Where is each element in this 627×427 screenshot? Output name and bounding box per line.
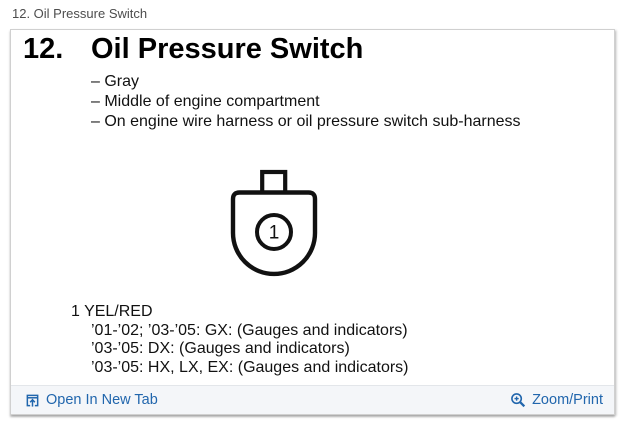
detail-line: – Gray bbox=[91, 73, 140, 90]
wire-color: YEL/RED bbox=[84, 303, 153, 320]
wire-applications: ’01-’02; ’03-’05: GX: (Gauges and indica… bbox=[91, 322, 409, 378]
connector-body bbox=[230, 190, 318, 277]
wire-pin-color: 1 YEL/RED bbox=[71, 303, 409, 322]
page-title: Oil Pressure Switch bbox=[91, 33, 364, 65]
connector-pin-label: 1 bbox=[269, 223, 280, 244]
wire-pin: 1 bbox=[71, 303, 80, 320]
wire-application-line: ’01-’02; ’03-’05: GX: (Gauges and indica… bbox=[91, 321, 408, 339]
panel-footer: Open In New Tab Zoom/Print bbox=[11, 385, 614, 414]
wire-legend: 1 YEL/RED ’01-’02; ’03-’05: GX: (Gauges … bbox=[71, 303, 409, 377]
open-in-new-tab-icon bbox=[26, 394, 39, 407]
open-in-new-tab-label: Open In New Tab bbox=[46, 392, 158, 408]
zoom-icon bbox=[511, 393, 526, 408]
detail-line: – On engine wire harness or oil pressure… bbox=[91, 113, 521, 130]
zoom-print-link[interactable]: Zoom/Print bbox=[510, 392, 603, 408]
wire-application-line: ’03-’05: HX, LX, EX: (Gauges and indicat… bbox=[91, 358, 409, 376]
zoom-print-label: Zoom/Print bbox=[532, 392, 603, 408]
breadcrumb: 12. Oil Pressure Switch bbox=[12, 6, 148, 21]
diagram-panel: 12. Oil Pressure Switch – Gray – Middle … bbox=[10, 29, 615, 415]
open-in-new-tab-link[interactable]: Open In New Tab bbox=[25, 392, 158, 408]
connector-diagram: 1 bbox=[230, 169, 318, 277]
detail-list: – Gray – Middle of engine compartment – … bbox=[91, 72, 521, 132]
detail-line: – Middle of engine compartment bbox=[91, 93, 320, 110]
wire-application-line: ’03-’05: DX: (Gauges and indicators) bbox=[91, 340, 350, 357]
connector-pin-circle bbox=[255, 213, 293, 251]
item-number: 12. bbox=[23, 33, 64, 65]
